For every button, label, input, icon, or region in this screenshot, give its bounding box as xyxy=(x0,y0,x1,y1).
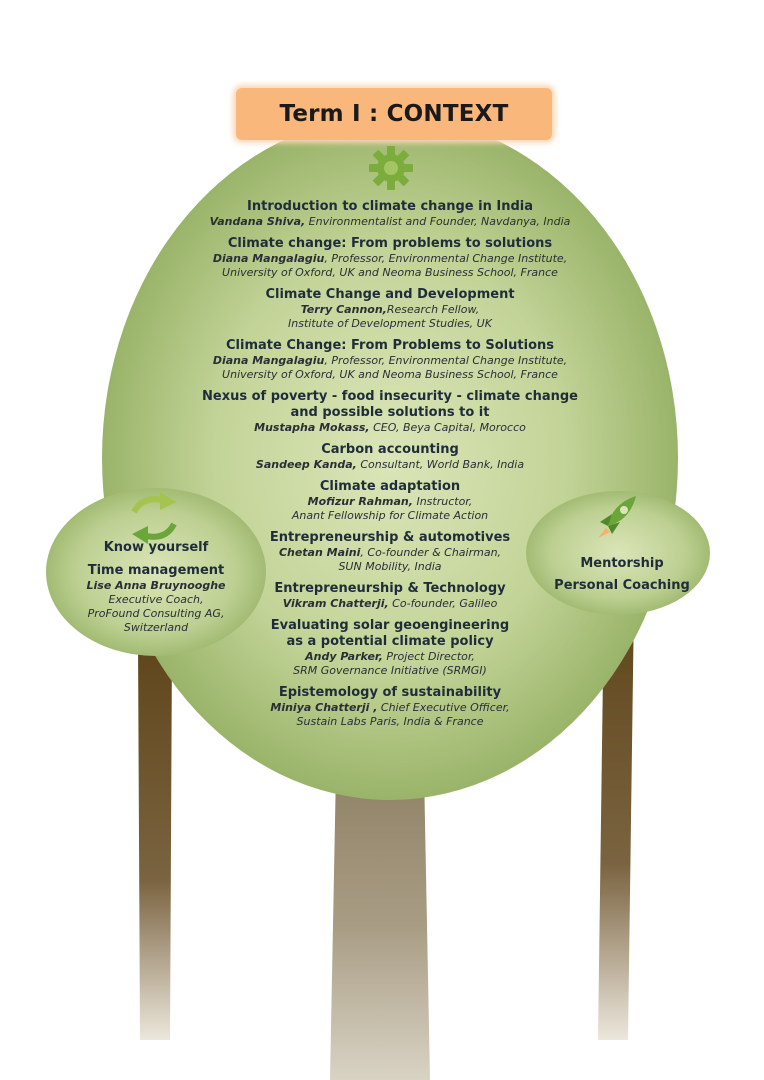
session-title: Nexus of poverty - food insecurity - cli… xyxy=(202,389,578,404)
speaker-name: Andy Parker, xyxy=(305,650,383,663)
right-canopy xyxy=(526,491,710,615)
session-speaker-line: Mustapha Mokass, CEO, Beya Capital, Moro… xyxy=(180,421,600,435)
session-speaker-line: Mofizur Rahman, Instructor, xyxy=(180,495,600,509)
session-title: Evaluating solar geoengineering xyxy=(270,618,510,633)
session-speaker-line: University of Oxford, UK and Neoma Busin… xyxy=(180,266,600,280)
session-speaker-line: Terry Cannon,Research Fellow, xyxy=(180,303,600,317)
session-title: Carbon accounting xyxy=(321,442,459,457)
left-line: ProFound Consulting AG, xyxy=(87,607,225,620)
right-trunk xyxy=(598,600,634,1040)
speaker-role: Anant Fellowship for Climate Action xyxy=(291,509,489,522)
session-title: Climate change: From problems to solutio… xyxy=(227,236,553,251)
session-speaker-line: Sandeep Kanda, Consultant, World Bank, I… xyxy=(180,458,600,472)
speaker-role: Instructor, xyxy=(412,495,473,508)
speaker-name: Mofizur Rahman, xyxy=(307,495,413,508)
speaker-role: Chief Executive Officer, xyxy=(377,701,510,714)
left-branch-content: Know yourself Time management Lise Anna … xyxy=(58,540,254,635)
session-speaker-line: Institute of Development Studies, UK xyxy=(180,317,600,331)
speaker-name: Vikram Chatterji, xyxy=(282,597,389,610)
left-line: Executive Coach, xyxy=(108,593,204,606)
speaker-name: Chetan Maini xyxy=(278,546,361,559)
personal-coaching-heading: Personal Coaching xyxy=(554,578,690,593)
session-title: and possible solutions to it xyxy=(290,405,490,420)
main-canopy xyxy=(102,116,678,800)
cycle-arrows-icon xyxy=(131,492,177,544)
speaker-role: Institute of Development Studies, UK xyxy=(288,317,492,330)
speaker-role: University of Oxford, UK and Neoma Busin… xyxy=(222,266,558,279)
session-title: Entrepreneurship & Technology xyxy=(274,581,506,596)
term-title-box: Term I : CONTEXT xyxy=(236,88,552,140)
speaker-role: Environmentalist and Founder, Navdanya, … xyxy=(305,215,571,228)
session-speaker-line: SRM Governance Initiative (SRMGI) xyxy=(180,664,600,678)
speaker-name: Diana Mangalagiu xyxy=(212,252,325,265)
session-title: Entrepreneurship & automotives xyxy=(269,530,511,545)
speaker-role: Project Director, xyxy=(382,650,475,663)
speaker-role: Consultant, World Bank, India xyxy=(356,458,525,471)
session-speaker-line: Chetan Maini, Co-founder & Chairman, xyxy=(180,546,600,560)
session-speaker-line: Diana Mangalagiu, Professor, Environment… xyxy=(180,354,600,368)
speaker-role: Co-founder, Galileo xyxy=(388,597,498,610)
gear-icon xyxy=(369,146,413,190)
right-branch-content: Mentorship Personal Coaching xyxy=(534,553,710,597)
speaker-role: Sustain Labs Paris, India & France xyxy=(296,715,484,728)
speaker-role: SRM Governance Initiative (SRMGI) xyxy=(293,664,487,677)
speaker-name: Miniya Chatterji , xyxy=(270,701,378,714)
speaker-name: Sandeep Kanda, xyxy=(255,458,357,471)
session-speaker-line: Vikram Chatterji, Co-founder, Galileo xyxy=(180,597,600,611)
session-speaker-line: Sustain Labs Paris, India & France xyxy=(180,715,600,729)
left-canopy xyxy=(46,488,266,656)
speaker-role: CEO, Beya Capital, Morocco xyxy=(369,421,526,434)
session-title: Climate Change and Development xyxy=(265,287,515,302)
speaker-name: Terry Cannon, xyxy=(300,303,387,316)
know-yourself-heading: Know yourself xyxy=(103,540,209,555)
session-item: Nexus of poverty - food insecurity - cli… xyxy=(180,389,600,435)
session-title: as a potential climate policy xyxy=(286,634,494,649)
center-trunk xyxy=(330,770,430,1080)
session-title: Introduction to climate change in India xyxy=(247,199,533,214)
mentorship-heading: Mentorship xyxy=(580,556,664,571)
term-title: Term I : CONTEXT xyxy=(279,101,509,127)
speaker-role: University of Oxford, UK and Neoma Busin… xyxy=(222,368,558,381)
speaker-name: Diana Mangalagiu xyxy=(212,354,325,367)
session-speaker-line: University of Oxford, UK and Neoma Busin… xyxy=(180,368,600,382)
left-speaker: Lise Anna Bruynooghe xyxy=(86,579,226,592)
speaker-role: , Professor, Environmental Change Instit… xyxy=(324,252,568,265)
session-item: Climate change: From problems to solutio… xyxy=(180,236,600,280)
rocket-icon xyxy=(598,496,636,538)
session-speaker-line: Andy Parker, Project Director, xyxy=(180,650,600,664)
session-item: Climate Change: From Problems to Solutio… xyxy=(180,338,600,382)
speaker-role: , Professor, Environmental Change Instit… xyxy=(324,354,568,367)
speaker-role: , Co-founder & Chairman, xyxy=(360,546,502,559)
session-speaker-line: SUN Mobility, India xyxy=(180,560,600,574)
time-management-heading: Time management xyxy=(87,563,225,578)
session-title: Climate adaptation xyxy=(319,479,461,494)
session-speaker-line: Diana Mangalagiu, Professor, Environment… xyxy=(180,252,600,266)
speaker-name: Vandana Shiva, xyxy=(209,215,306,228)
session-speaker-line: Vandana Shiva, Environmentalist and Foun… xyxy=(180,215,600,229)
speaker-role: SUN Mobility, India xyxy=(338,560,442,573)
speaker-role: Research Fellow, xyxy=(386,303,480,316)
session-speaker-line: Miniya Chatterji , Chief Executive Offic… xyxy=(180,701,600,715)
session-title: Epistemology of sustainability xyxy=(278,685,502,700)
left-line: Switzerland xyxy=(123,621,189,634)
session-title: Climate Change: From Problems to Solutio… xyxy=(226,338,554,353)
speaker-name: Mustapha Mokass, xyxy=(254,421,370,434)
session-speaker-line: Anant Fellowship for Climate Action xyxy=(180,509,600,523)
left-trunk xyxy=(138,640,172,1040)
